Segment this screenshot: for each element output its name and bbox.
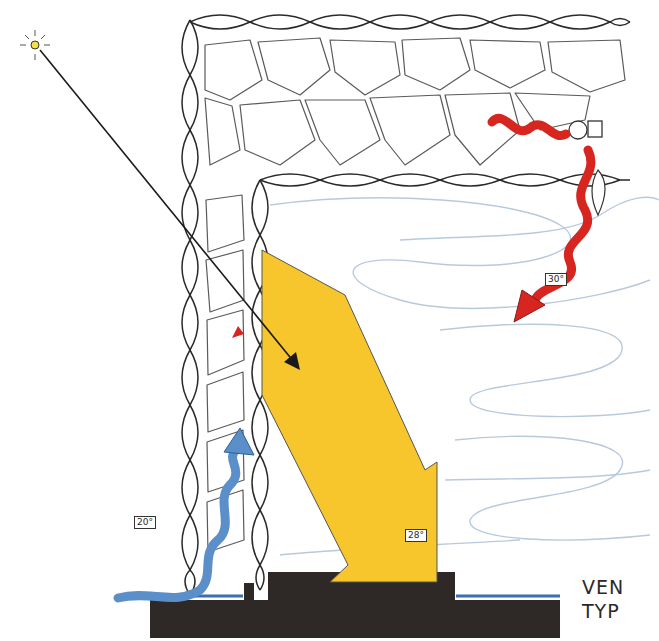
airflow-swirl [400, 197, 659, 240]
outer-wall-cushions [182, 20, 190, 595]
section-title: VEN [582, 576, 624, 598]
sun-ray [44, 45, 50, 46]
bubble-cell [470, 40, 545, 88]
bubble-cell [370, 95, 450, 165]
sun-ray [20, 45, 26, 46]
solar-gain-arrow [262, 250, 437, 582]
exhaust-air [232, 118, 591, 338]
airflow-swirl [440, 324, 650, 416]
bubble-cell [207, 310, 244, 375]
sun-ray-line [40, 50, 294, 362]
intake-arrowhead [224, 428, 254, 455]
intake-air [118, 428, 254, 598]
exhaust-arrowhead [514, 290, 545, 322]
bubble-cell [258, 38, 330, 95]
sun-ray [35, 54, 36, 60]
vent-housing [588, 121, 602, 137]
exhaust-ribbon [535, 150, 591, 300]
bubble-cell [205, 98, 240, 165]
angle-tag: 28° [405, 529, 427, 542]
sun-ray [41, 35, 45, 39]
bubble-cell [548, 40, 625, 92]
water-line [456, 595, 560, 598]
sun-ray-arrowhead [284, 352, 300, 370]
inner-wall-cushions [252, 180, 260, 590]
bubble-cell [206, 195, 244, 252]
bubble-cell [305, 100, 380, 165]
roof-top-cushions [190, 15, 630, 22]
bubble-cell [206, 250, 244, 312]
airflow-swirl [455, 436, 650, 540]
sun-ray [35, 30, 36, 36]
bubble-cell [402, 38, 470, 90]
bubble-cell [240, 100, 315, 165]
inflow-arrowhead [232, 326, 244, 338]
sun-ray [25, 35, 29, 39]
cushion-chains [182, 15, 630, 595]
intake-ribbon [118, 450, 236, 598]
bubble-cell [330, 40, 400, 95]
vent-fan [569, 121, 587, 139]
vent-flap [592, 170, 605, 215]
airflow-swirl [445, 470, 650, 480]
roof-inner-cushions [260, 174, 630, 180]
angle-tag: 30° [545, 273, 567, 286]
angle-tag: 20° [134, 516, 156, 529]
sun-rays [20, 30, 50, 60]
sun-symbol [31, 41, 39, 49]
bubble-cell [205, 40, 262, 100]
bubble-cell [207, 372, 244, 432]
section-title: TYP [582, 600, 620, 622]
outer-wall-cushions [190, 20, 198, 595]
exhaust-ribbon [492, 118, 566, 135]
roof-inner-cushions [260, 180, 620, 186]
roof-top-cushions [190, 22, 630, 29]
bubble-cell [445, 93, 520, 165]
